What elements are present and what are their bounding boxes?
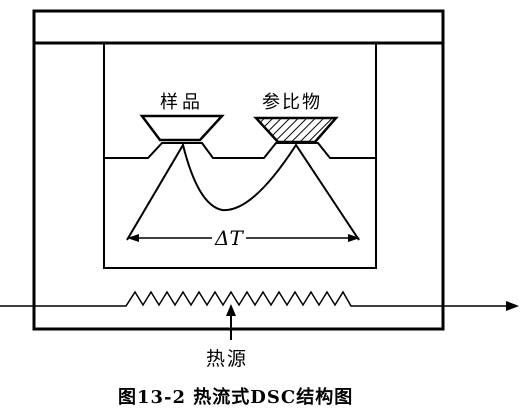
delta-t-label: ΔT (212, 226, 246, 250)
sample-pan (139, 114, 225, 142)
sample-label: 样品 (160, 92, 204, 113)
thermoelectric-disc (104, 142, 376, 159)
heater-wire (0, 290, 508, 307)
heat-source-label: 热源 (206, 348, 249, 370)
heater-flow-arrowhead (506, 301, 519, 311)
figure-caption: 图13-2 热流式DSC结构图 (118, 387, 354, 408)
heat-source-pointer-head (226, 304, 236, 316)
delta-t-arrowhead-right (348, 234, 360, 242)
reference-pan (253, 116, 339, 144)
delta-t-arrowhead-left (127, 234, 139, 242)
outer-housing (32, 9, 445, 331)
reference-label: 参比物 (262, 92, 322, 113)
inner-chamber (103, 42, 377, 269)
thermocouple-wires (126, 142, 360, 241)
